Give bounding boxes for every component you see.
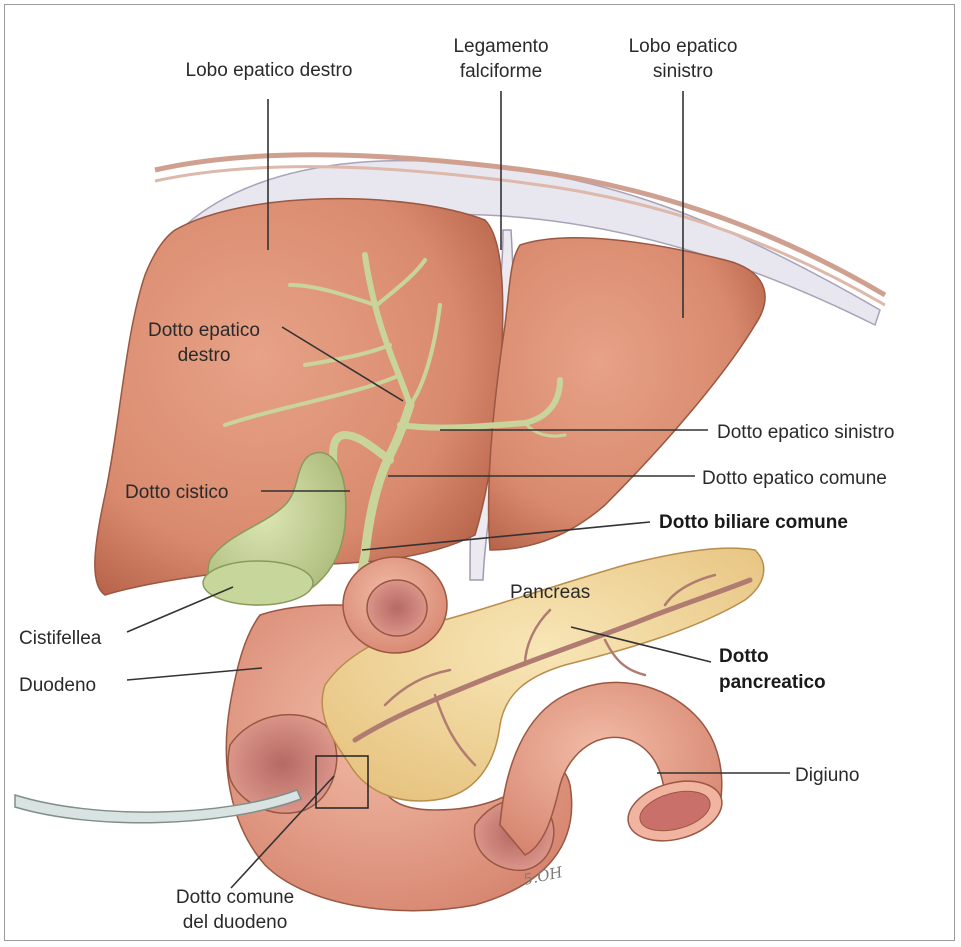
label-falciform-ligament-line2: falciforme bbox=[441, 60, 561, 84]
left-hepatic-lobe bbox=[488, 238, 765, 550]
label-jejunum: Digiuno bbox=[795, 764, 859, 788]
label-left-hepatic-lobe-line2: sinistro bbox=[613, 60, 753, 84]
label-left-hepatic-duct: Dotto epatico sinistro bbox=[717, 421, 894, 445]
label-duodenum: Duodeno bbox=[19, 674, 96, 698]
label-pancreatic-duct-line2: pancreatico bbox=[719, 671, 826, 695]
duodenal-bulb-lumen bbox=[367, 580, 427, 636]
label-common-hepatic-duct: Dotto epatico comune bbox=[702, 467, 887, 491]
label-gallbladder: Cistifellea bbox=[19, 627, 101, 651]
label-common-bile-duct: Dotto biliare comune bbox=[659, 511, 848, 535]
label-falciform-ligament-line1: Legamento bbox=[441, 35, 561, 59]
label-right-hepatic-duct-line1: Dotto epatico bbox=[129, 319, 279, 343]
label-right-hepatic-lobe: Lobo epatico destro bbox=[169, 59, 369, 83]
label-left-hepatic-lobe-line1: Lobo epatico bbox=[613, 35, 753, 59]
label-common-duodenal-duct-line2: del duodeno bbox=[145, 911, 325, 935]
label-right-hepatic-duct-line2: destro bbox=[129, 344, 279, 368]
gallbladder-fundus bbox=[203, 561, 313, 605]
diagram-frame: Lobo epatico destro Legamento falciforme… bbox=[4, 4, 955, 941]
label-pancreas: Pancreas bbox=[510, 581, 590, 605]
label-cystic-duct: Dotto cistico bbox=[125, 481, 228, 505]
label-common-duodenal-duct-line1: Dotto comune bbox=[145, 886, 325, 910]
label-pancreatic-duct-line1: Dotto bbox=[719, 645, 769, 669]
